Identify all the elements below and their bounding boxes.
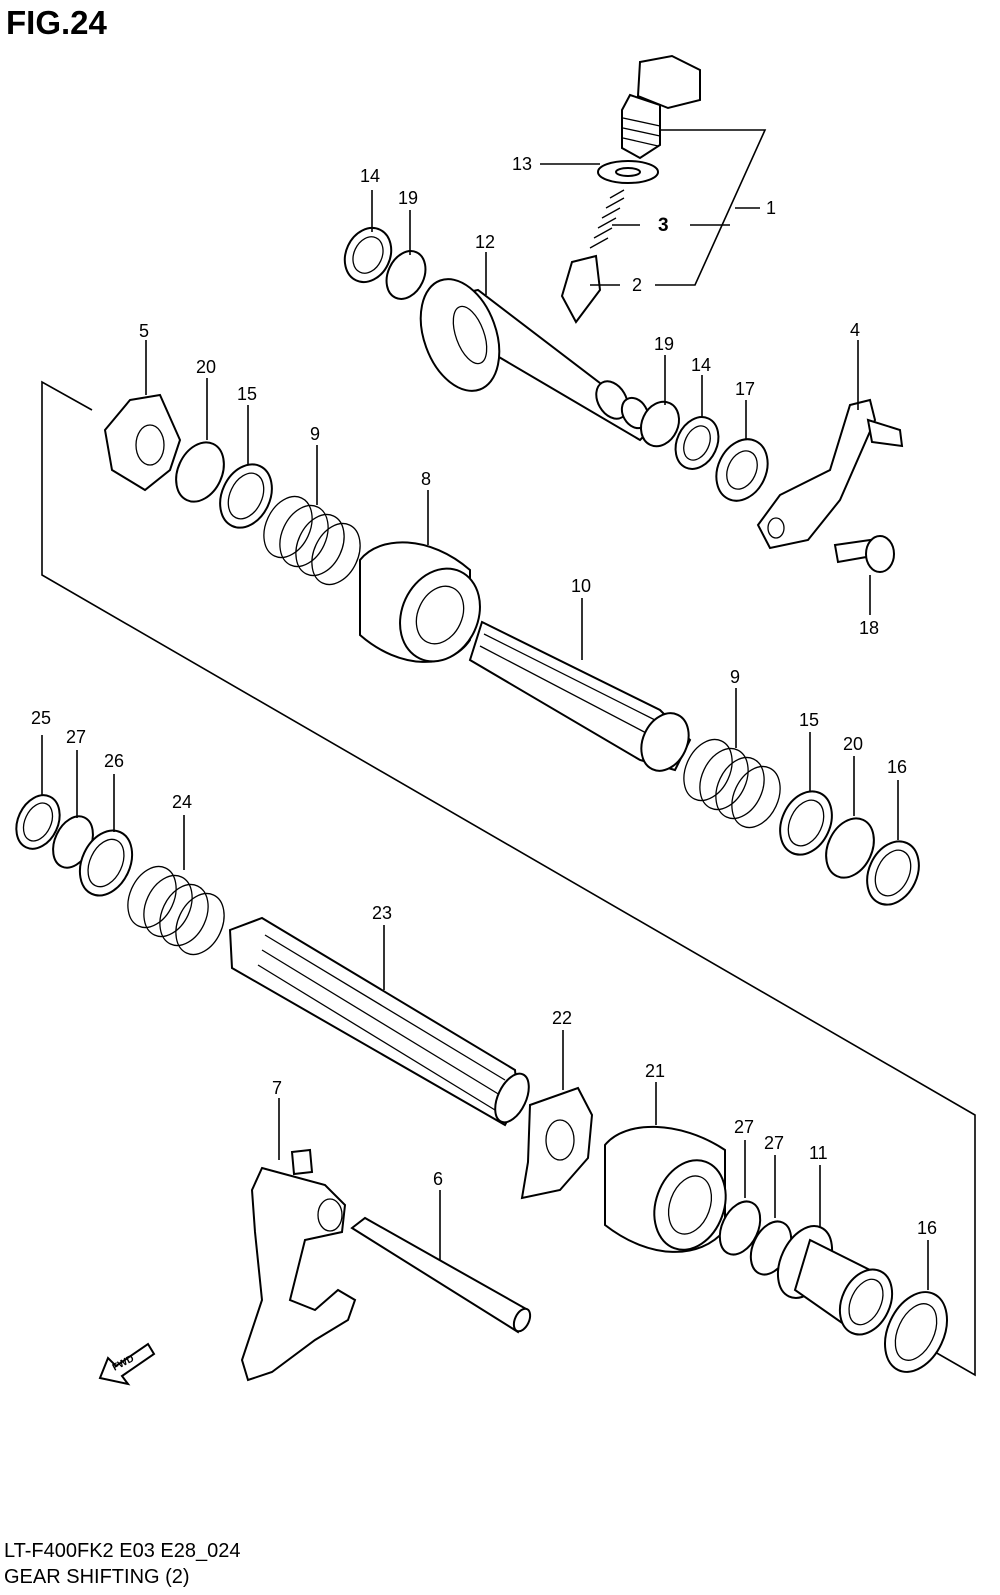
callout-7: 7 bbox=[272, 1078, 282, 1098]
washer-14-right bbox=[674, 416, 720, 470]
callout-26: 26 bbox=[104, 751, 124, 771]
callout-16-lower: 16 bbox=[917, 1218, 937, 1238]
assembly-frame bbox=[41, 380, 976, 1377]
callout-17: 17 bbox=[735, 379, 755, 399]
gear-shift-cam-drum-8 bbox=[359, 541, 481, 663]
spring-9-lower bbox=[683, 738, 781, 829]
callout-15-upper: 15 bbox=[237, 384, 257, 404]
gear-shift-fork-7 bbox=[240, 1148, 357, 1382]
shift-cam-plate-22 bbox=[520, 1086, 594, 1200]
callout-27-left: 27 bbox=[66, 727, 86, 747]
gear-shift-fork-shaft-6 bbox=[350, 1216, 532, 1334]
callout-lines-1-3 bbox=[540, 129, 767, 286]
callout-11: 11 bbox=[809, 1143, 828, 1163]
diagram-code: LT-F400FK2 E03 E28_024 bbox=[4, 1540, 241, 1562]
callout-9-lower: 9 bbox=[730, 667, 740, 687]
figure-title: FIG.24 bbox=[6, 4, 107, 41]
splined-shaft-23 bbox=[228, 916, 530, 1127]
spring-24 bbox=[127, 865, 225, 956]
fwd-arrow-icon bbox=[98, 1342, 156, 1386]
circlip-19-top bbox=[385, 250, 427, 300]
washer-15-upper bbox=[219, 463, 273, 529]
callout-16-upper: 16 bbox=[887, 757, 907, 777]
washer-14-top bbox=[343, 226, 393, 284]
callout-20-lower: 20 bbox=[843, 734, 863, 754]
callout-15-lower: 15 bbox=[799, 710, 819, 730]
callout-27-right-a: 27 bbox=[734, 1117, 754, 1137]
washer-16-upper bbox=[866, 840, 920, 906]
bearing-11 bbox=[776, 1225, 894, 1336]
shift-arm-bolt bbox=[833, 535, 895, 573]
callout-12: 12 bbox=[475, 232, 495, 252]
callout-14-top: 14 bbox=[360, 166, 380, 186]
callout-1: 1 bbox=[766, 198, 776, 218]
washer-25 bbox=[15, 794, 61, 850]
shift-drive-gear bbox=[103, 393, 182, 492]
splined-shaft-10 bbox=[468, 620, 692, 772]
callout-4: 4 bbox=[850, 320, 860, 340]
callout-3: 3 bbox=[658, 215, 669, 236]
callout-numbers: 1 2 3 13 14 19 12 5 20 15 9 8 19 14 17 4… bbox=[31, 154, 937, 1238]
callout-21: 21 bbox=[645, 1061, 665, 1081]
shift-cam-stopper-bolt bbox=[560, 54, 701, 324]
callout-27-right-b: 27 bbox=[764, 1133, 784, 1153]
circlip-20-lower bbox=[825, 817, 875, 879]
spring-9-upper bbox=[263, 495, 361, 586]
callout-9-upper: 9 bbox=[310, 424, 320, 444]
washer-15-lower bbox=[779, 790, 833, 856]
gear-shift-arm bbox=[756, 398, 904, 550]
gear-shift-cam-drum-21 bbox=[604, 1125, 727, 1253]
callout-24: 24 bbox=[172, 792, 192, 812]
callout-5: 5 bbox=[139, 321, 149, 341]
gear-shift-shaft bbox=[419, 278, 657, 442]
callout-23: 23 bbox=[372, 903, 392, 923]
callout-25: 25 bbox=[31, 708, 51, 728]
callout-14-right: 14 bbox=[691, 355, 711, 375]
callout-19-right: 19 bbox=[654, 334, 674, 354]
callout-10: 10 bbox=[571, 576, 591, 596]
oil-seal-17 bbox=[715, 438, 769, 502]
diagram-name: GEAR SHIFTING (2) bbox=[4, 1566, 190, 1588]
callout-2: 2 bbox=[632, 275, 642, 295]
callout-22: 22 bbox=[552, 1008, 572, 1028]
washer-26 bbox=[78, 829, 134, 897]
washer-16-lower bbox=[884, 1291, 948, 1373]
callout-8: 8 bbox=[421, 469, 431, 489]
callout-20-upper: 20 bbox=[196, 357, 216, 377]
callout-18: 18 bbox=[859, 618, 879, 638]
circlip-19-right bbox=[640, 400, 680, 448]
callout-6: 6 bbox=[433, 1169, 443, 1189]
circlip-20-upper bbox=[175, 441, 225, 503]
callout-19-top: 19 bbox=[398, 188, 418, 208]
callout-13: 13 bbox=[512, 154, 532, 174]
